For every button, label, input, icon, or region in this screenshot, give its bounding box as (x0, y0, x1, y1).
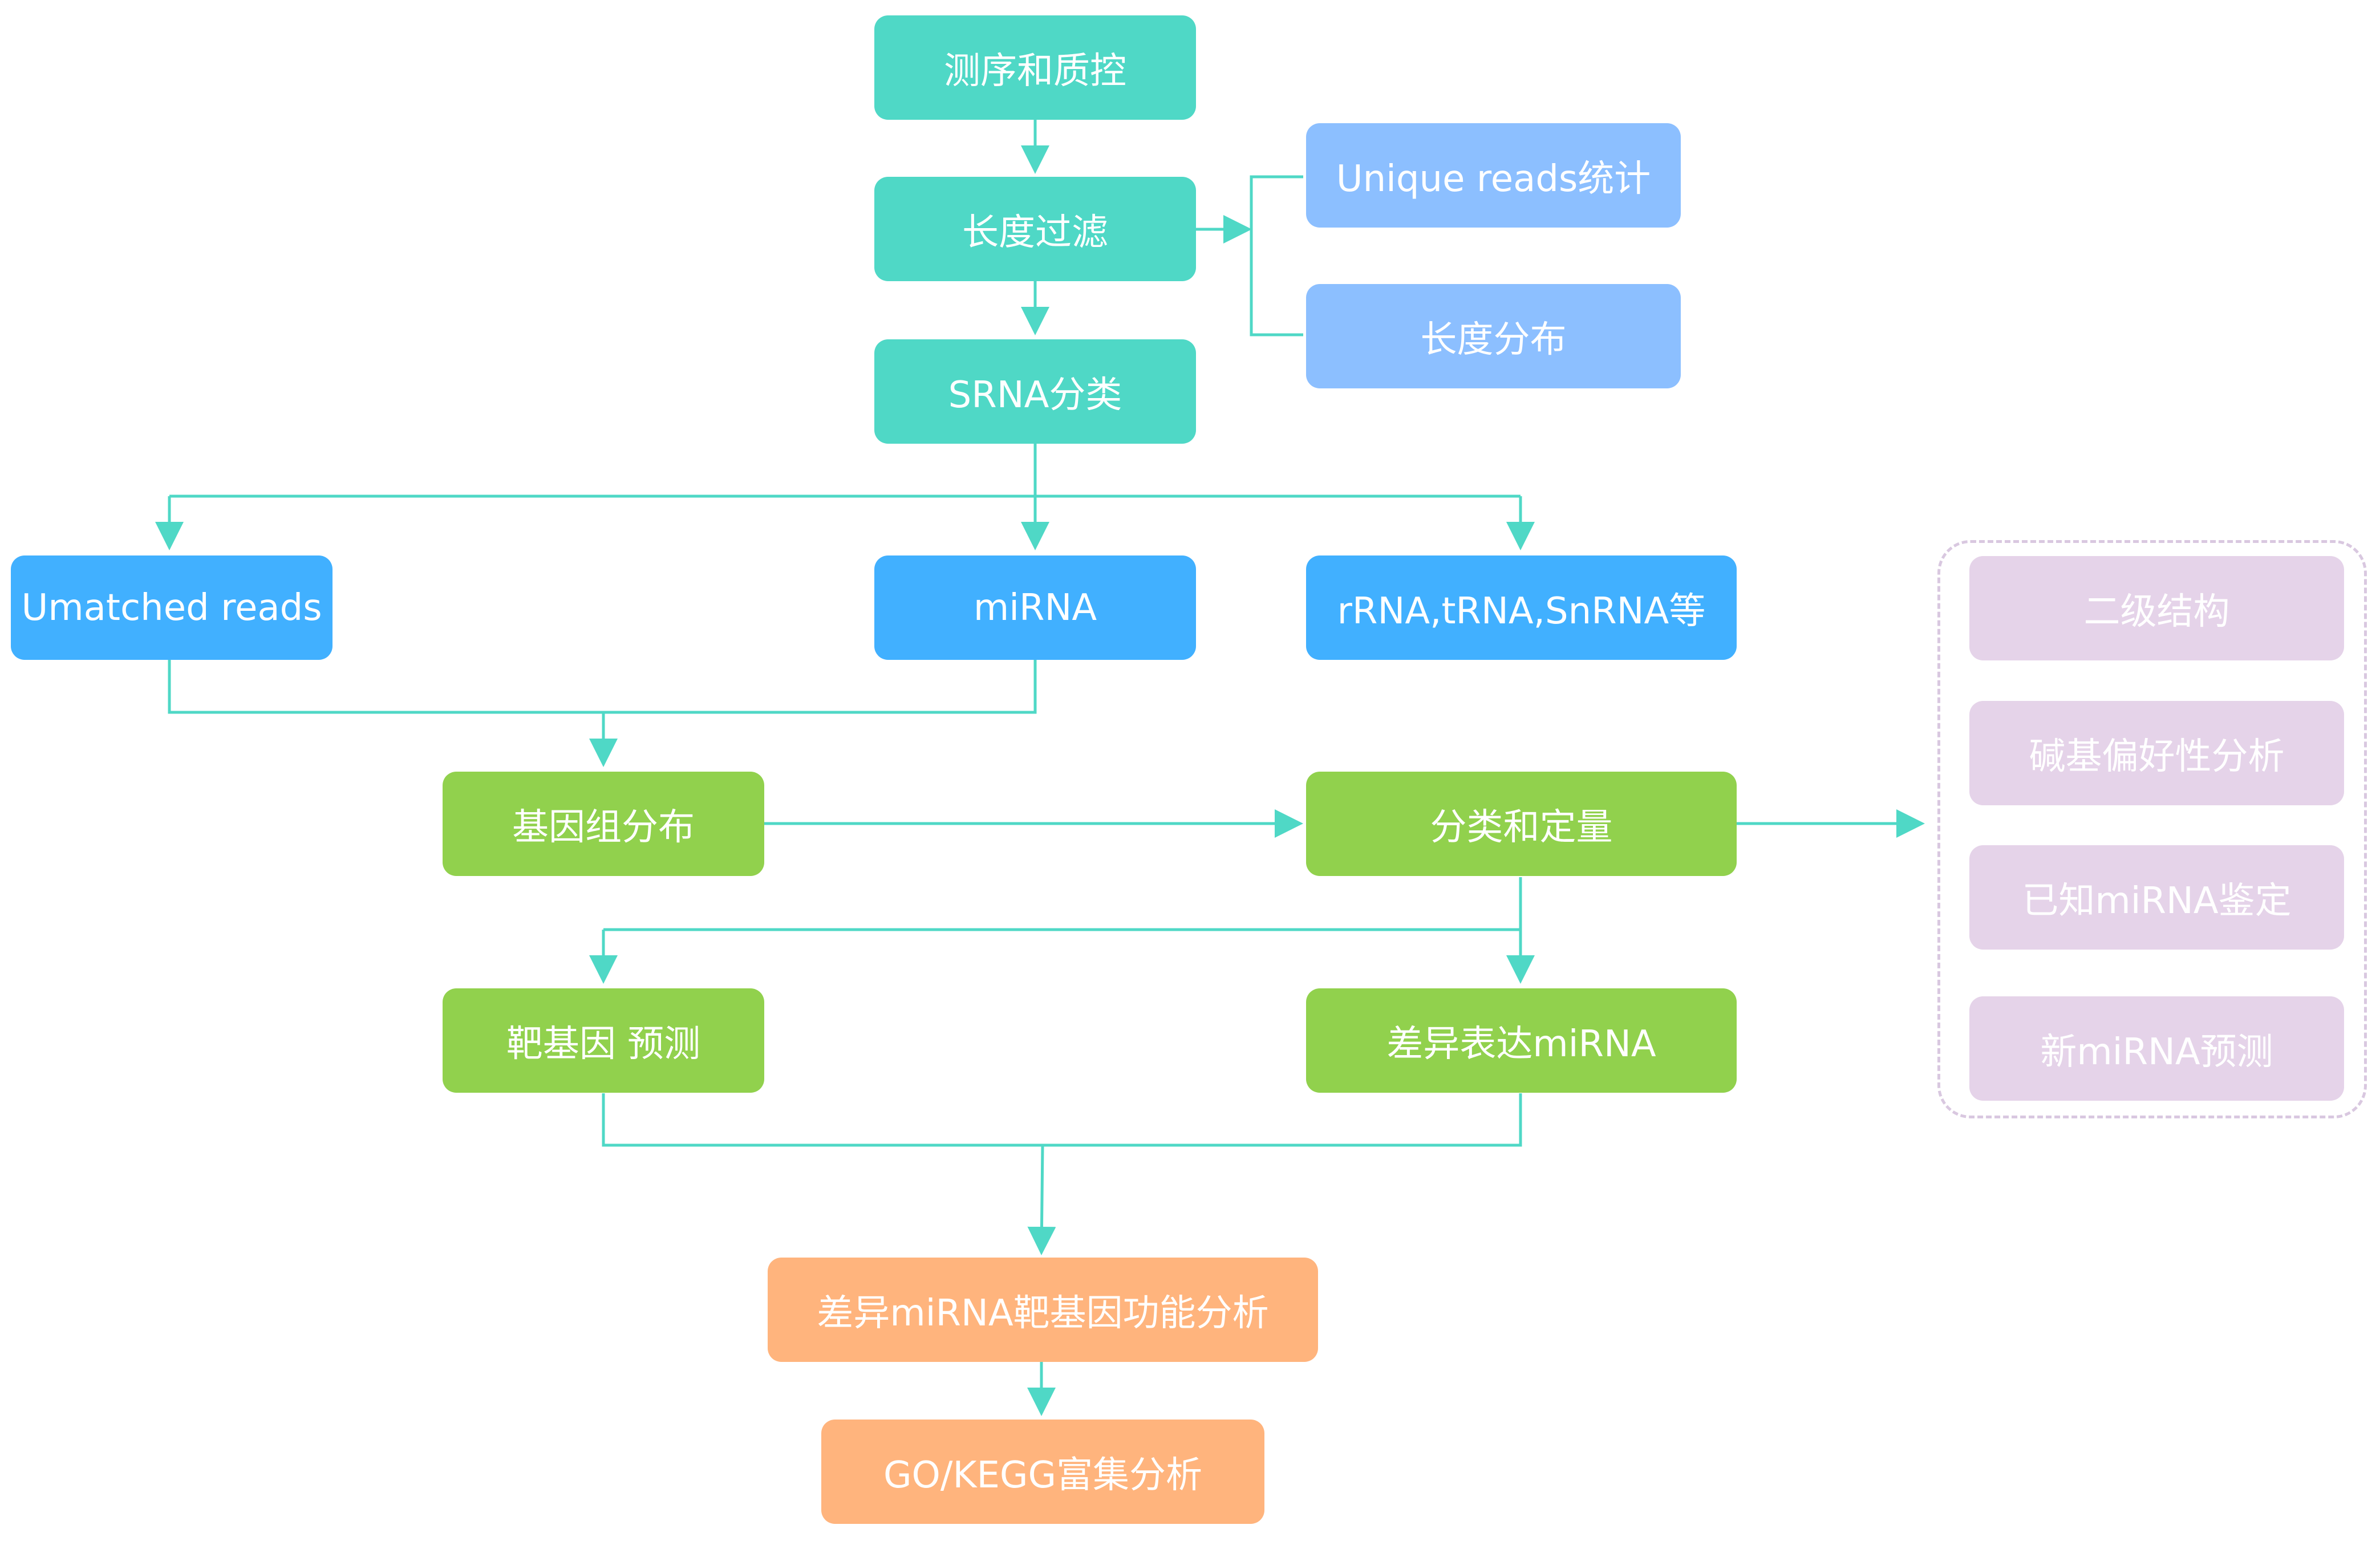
node-go-kegg: GO/KEGG富集分析 (821, 1420, 1264, 1524)
node-unique-reads: Unique reads统计 (1306, 123, 1681, 228)
node-sequencing-qc: 测序和质控 (874, 15, 1196, 120)
node-diff-mirna: 差异表达miRNA (1306, 988, 1737, 1093)
node-novel-mirna: 新miRNA预测 (1969, 996, 2344, 1101)
node-classification-quant: 分类和定量 (1306, 772, 1737, 876)
node-length-distribution: 长度分布 (1306, 284, 1681, 388)
node-length-filter: 长度过滤 (874, 177, 1196, 281)
node-mirna: miRNA (874, 555, 1196, 660)
edge-merge-function-arrow (1027, 1145, 1056, 1255)
node-unmatched-reads: Umatched reads (11, 555, 333, 660)
edge-branch-bracket (1250, 175, 1303, 336)
node-target-prediction: 靶基因 预测 (443, 988, 764, 1093)
edge-merge-to-function (602, 1093, 1522, 1147)
node-diff-target-function: 差异miRNA靶基因功能分析 (768, 1258, 1318, 1362)
node-known-mirna: 已知miRNA鉴定 (1969, 845, 2344, 950)
analysis-group-box (1937, 540, 2367, 1118)
node-srna-classification: SRNA分类 (874, 339, 1196, 444)
node-secondary-structure: 二级结构 (1969, 556, 2344, 660)
node-genome-distribution: 基因组分布 (443, 772, 764, 876)
node-base-bias: 碱基偏好性分析 (1969, 701, 2344, 805)
edge-merge-to-genome (168, 660, 1037, 714)
node-other-rna: rRNA,tRNA,SnRNA等 (1306, 555, 1737, 660)
